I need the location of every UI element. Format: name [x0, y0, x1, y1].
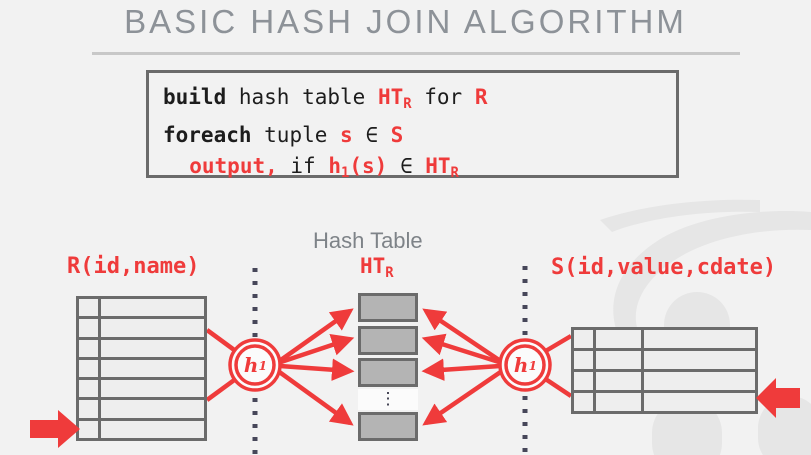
table-cell-id	[79, 359, 101, 378]
hash-table-name-base: HT	[360, 254, 386, 278]
arrow-right-to-bucket-1	[421, 333, 503, 366]
table-row	[574, 351, 755, 372]
table-cell-id	[79, 400, 101, 418]
arrow-left-to-bucket-3	[276, 369, 354, 426]
relation-label-s: S(id,value,cdate)	[551, 255, 777, 280]
code-hash-subscript: 1	[341, 165, 350, 182]
table-cell-id	[79, 339, 101, 357]
table-cell-id	[79, 380, 101, 398]
table-cell-name	[101, 319, 204, 337]
table-cell-name	[101, 420, 204, 438]
hash-label-base-left: h	[243, 353, 259, 377]
hash-bucket	[358, 326, 418, 355]
hash-table-name-subscript: R	[385, 265, 394, 282]
table-cell-value	[596, 393, 644, 411]
table-cell-name	[101, 359, 204, 378]
hash-bucket	[358, 293, 418, 322]
code-hash-arg: (s)	[349, 154, 388, 179]
code-relation-r: R	[474, 85, 488, 109]
code-var-s: s	[340, 123, 353, 148]
arrow-right-to-bucket-3	[422, 369, 504, 426]
code-text-tuple: tuple	[251, 123, 341, 148]
hash-table-name-label: HTR	[360, 254, 394, 281]
table-row	[79, 380, 204, 401]
hash-bucket	[358, 412, 418, 441]
table-cell-id	[574, 351, 596, 369]
code-keyword-foreach: foreach	[163, 123, 252, 148]
table-row	[79, 400, 204, 421]
table-row	[79, 319, 204, 340]
code-comma: ,	[265, 154, 278, 179]
table-cell-value	[596, 351, 644, 369]
algorithm-code-box: build hash table HTR for R foreach tuple…	[146, 70, 679, 181]
table-cell-cdate	[644, 351, 755, 369]
hash-bucket	[358, 358, 418, 387]
table-cell-name	[101, 339, 204, 357]
title-divider	[92, 52, 740, 55]
table-row	[574, 393, 755, 411]
relation-table-r	[76, 296, 207, 441]
code-keyword-output: output	[189, 154, 266, 179]
code-hash-call: h1(s)	[328, 154, 388, 182]
code-line-1: build hash table HTR for R	[163, 82, 676, 120]
hash-label-sub-left: 1	[258, 357, 268, 373]
code-ht-r: HTR	[377, 85, 412, 113]
table-cell-cdate	[644, 330, 755, 348]
table-cell-id	[79, 319, 101, 337]
arrow-right-icon	[30, 410, 80, 448]
table-cell-name	[101, 380, 204, 398]
code-hash-base: h	[328, 154, 341, 179]
code-ht-subscript-2: R	[450, 165, 459, 182]
table-cell-id	[574, 372, 596, 390]
code-relation-s: S	[390, 123, 404, 148]
table-row	[79, 339, 204, 360]
code-ht-r-2: HTR	[425, 154, 459, 182]
code-line-3: output, if h1(s) ∈ HTR	[163, 151, 676, 189]
table-row	[574, 330, 755, 351]
code-keyword-build: build	[163, 85, 227, 109]
table-row	[574, 372, 755, 393]
table-cell-value	[596, 372, 644, 390]
arrow-right-to-bucket-0	[422, 308, 504, 364]
table-cell-cdate	[644, 372, 755, 390]
arrow-left-to-bucket-2	[279, 358, 355, 381]
table-row	[79, 420, 204, 438]
hash-label-sub-right: 1	[528, 357, 538, 373]
table-cell-name	[101, 299, 204, 317]
code-member-operator-2: ∈	[387, 154, 426, 179]
table-cell-id	[79, 420, 101, 438]
code-text-hash-table: hash table	[226, 85, 378, 109]
relation-table-s	[571, 327, 758, 414]
arrow-left-to-bucket-0	[276, 308, 354, 364]
table-cell-value	[596, 330, 644, 348]
relation-label-r: R(id,name)	[67, 254, 200, 279]
code-line-2: foreach tuple s ∈ S	[163, 120, 676, 151]
table-cell-id	[574, 330, 596, 348]
table-cell-id	[574, 393, 596, 411]
code-ht-subscript: R	[403, 96, 412, 113]
hash-label-base-right: h	[513, 353, 529, 377]
table-row	[79, 299, 204, 320]
code-text-if: if	[277, 154, 329, 179]
table-cell-id	[79, 299, 101, 317]
arrow-left-to-bucket-1	[277, 334, 355, 366]
code-ht-base-2: HT	[425, 154, 451, 179]
hash-bucket-ellipsis: ⋮	[358, 389, 418, 410]
code-text-for: for	[411, 85, 475, 109]
code-ht-base: HT	[377, 85, 404, 109]
arrow-left-icon	[756, 378, 800, 418]
table-cell-name	[101, 400, 204, 418]
arrow-right-to-bucket-2	[421, 358, 501, 382]
table-row	[79, 359, 204, 381]
table-cell-cdate	[644, 393, 755, 411]
page-title: BASIC HASH JOIN ALGORITHM	[124, 3, 687, 40]
hash-table-caption: Hash Table	[313, 228, 423, 253]
code-member-operator: ∈	[352, 123, 391, 148]
